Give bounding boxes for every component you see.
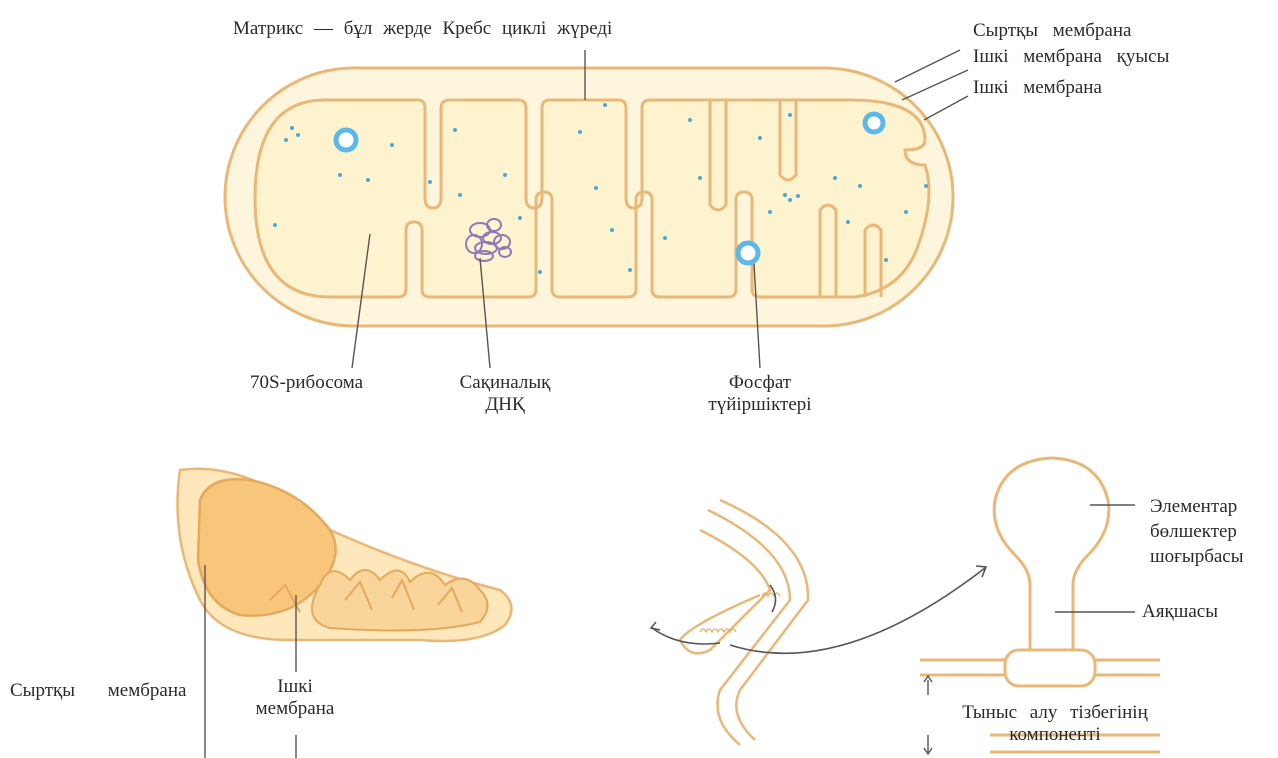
elementary-line1: Элементар	[1150, 494, 1244, 519]
crista-particles	[700, 593, 780, 632]
base-complex	[1005, 650, 1095, 686]
inner-membrane-label: Ішкі мембрана	[973, 77, 1102, 99]
circular-dna-label-line1: Сақиналық	[450, 372, 560, 394]
respiratory-chain-label: Тыныс алу тізбегінің компоненті	[935, 702, 1175, 746]
phosphate-label-line2: түйіршіктері	[690, 394, 830, 416]
head-and-stalk	[994, 458, 1109, 650]
mitochondrion-cross-section	[225, 68, 953, 326]
phosphate-granule	[336, 130, 356, 150]
inner-membrane-bottom-label: Ішкі мембрана	[255, 676, 335, 720]
phosphate-granule	[738, 243, 758, 263]
intermembrane-space-label: Ішкі мембрана қуысы	[973, 46, 1169, 68]
elementary-line3: шоғырбасы	[1150, 544, 1244, 569]
inner-membrane-bottom-line2: мембрана	[255, 698, 335, 720]
inner-membrane-bottom-line1: Ішкі	[255, 676, 335, 698]
outer-membrane-label: Сыртқы мембрана	[973, 20, 1131, 42]
mitochondrion-3d	[178, 469, 512, 641]
matrix-label: Матрикс — бұл жерде Кребс циклі жүреді	[233, 18, 612, 40]
resp-chain-line1: Тыныс алу тізбегінің	[935, 702, 1175, 724]
crista-fold	[680, 500, 808, 745]
inner-membrane-cristae	[255, 100, 929, 297]
phosphate-granule	[865, 114, 883, 132]
elementary-particles-label: Элементар бөлшектер шоғырбасы	[1150, 494, 1244, 569]
phosphate-label-line1: Фосфат	[690, 372, 830, 394]
stalk-label: Аяқшасы	[1142, 601, 1218, 623]
arrows	[651, 566, 986, 653]
cristae-3d	[312, 570, 488, 630]
elementary-line2: бөлшектер	[1150, 519, 1244, 544]
circular-dna-label-line2: ДНҚ	[450, 394, 560, 416]
resp-chain-line2: компоненті	[935, 724, 1175, 746]
ribosome-label: 70S-рибосома	[250, 372, 363, 394]
outer-membrane-bottom-label: Сыртқы мембрана	[10, 680, 186, 702]
phosphate-granules-label: Фосфат түйіршіктері	[690, 372, 830, 416]
circular-dna-label: Сақиналық ДНҚ	[450, 372, 560, 416]
